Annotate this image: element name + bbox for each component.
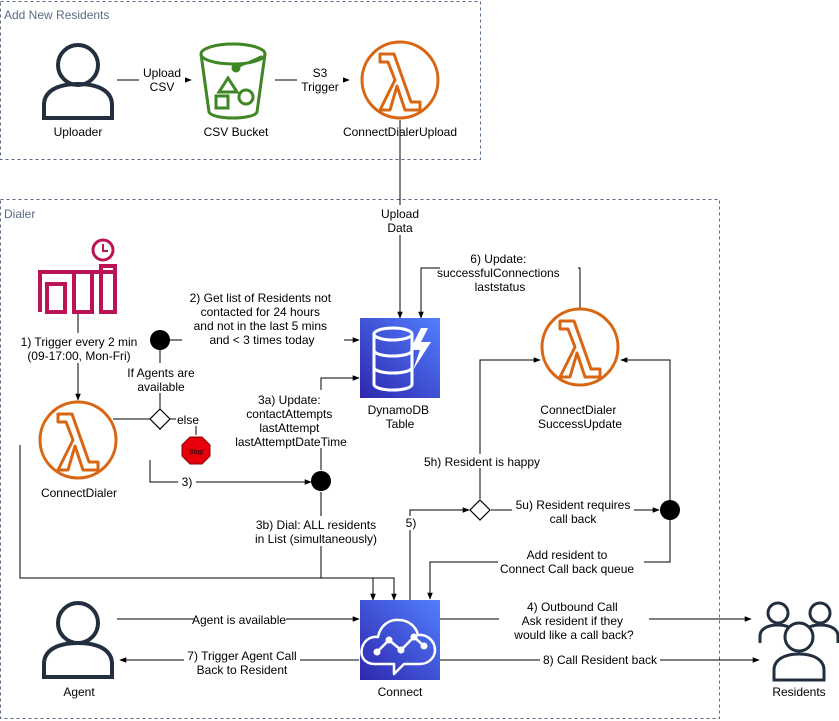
lambda-icon-successupdate: [540, 307, 620, 387]
edge-5h-happy: [479, 357, 541, 499]
svg-text:else: else: [177, 413, 199, 427]
svg-text:8) Call Resident back: 8) Call Resident back: [543, 653, 658, 667]
svg-text:5h) Resident is happy: 5h) Resident is happy: [424, 455, 540, 469]
decision-diamond-resident: [469, 499, 491, 521]
group-label-dialer: Dialer: [4, 207, 35, 221]
edge-connect-to-decision5: [409, 507, 470, 600]
label-dynamodb: DynamoDB Table: [368, 403, 433, 431]
svg-text:5): 5): [406, 516, 417, 530]
edge-junction-to-successupdate: [620, 357, 671, 500]
svg-text:3): 3): [182, 475, 193, 489]
edge-connectdialer-to-connect: [19, 445, 376, 601]
lambda-icon-upload: [360, 40, 440, 120]
edge-label-else: else: [176, 412, 202, 427]
s3-bucket-icon: [199, 42, 267, 120]
residents-users-icon: [758, 601, 839, 682]
decision-diamond-agents: [149, 408, 171, 430]
edge-connectdialer-to-junction3: [149, 460, 312, 485]
svg-text:2) Get list of Residents not: 2) Get list of Residents not contacted f…: [190, 291, 335, 347]
edge-label-get-list: 2) Get list of Residents not contacted f…: [182, 288, 344, 347]
edge-label-step3: 3): [178, 475, 196, 489]
dynamodb-icon: [360, 318, 440, 398]
group-label-add-new-residents: Add New Residents: [4, 8, 109, 22]
edge-label-happy-5h: 5h) Resident is happy: [421, 454, 543, 469]
label-uploader: Uploader: [54, 125, 103, 139]
svg-text:4) Outbound Call Ask res: 4) Outbound Call Ask resident if they wo…: [513, 600, 634, 642]
group-add-new-residents: Add New Residents: [0, 1, 481, 160]
eventbridge-schedule-icon: [38, 238, 117, 314]
edge-label-update-3a: 3a) Update: contactAttempts lastAttempt …: [233, 390, 351, 449]
label-agent: Agent: [63, 685, 95, 699]
agent-user-icon: [42, 601, 114, 679]
edge-label-step5: 5): [403, 516, 419, 530]
svg-text:Agent is available: Agent is available: [192, 613, 286, 627]
label-residents: Residents: [772, 685, 825, 699]
edge-label-agent-available: Agent is available: [192, 613, 286, 627]
label-success-update: ConnectDialer SuccessUpdate: [538, 403, 622, 431]
junction-callback: [660, 500, 680, 520]
edge-label-call-back-8: 8) Call Resident back: [540, 653, 660, 667]
label-connect: Connect: [378, 685, 423, 699]
edge-label-update-6: 6) Update: successfulConnections laststa…: [437, 251, 578, 294]
svg-text:1) Trigger every 2 min(09-17:0: 1) Trigger every 2 min(09-17:00, Mon-Fri…: [21, 335, 138, 363]
junction-step3: [311, 471, 331, 491]
label-csv-bucket: CSV Bucket: [204, 125, 269, 139]
group-dialer: Dialer: [0, 199, 720, 719]
svg-text:6) Update: successfulCon: 6) Update: successfulConnections laststa…: [437, 252, 563, 294]
label-connect-dialer-upload: ConnectDialerUpload: [343, 125, 457, 139]
svg-text:3a) Update: contactAttem: 3a) Update: contactAttempts lastAttempt …: [235, 393, 347, 449]
amazon-connect-icon: [360, 600, 440, 680]
label-connect-dialer: ConnectDialer: [41, 486, 117, 500]
stop-sign-icon: Stop: [181, 436, 211, 465]
edge-label-trigger: 1) Trigger every 2 min(09-17:00, Mon-Fri…: [14, 333, 144, 363]
stop-sign-label: Stop: [189, 449, 204, 456]
uploader-user-icon: [42, 43, 114, 120]
junction-agents-check: [150, 330, 170, 350]
edge-label-outbound-4: 4) Outbound Call Ask resident if they wo…: [499, 600, 649, 642]
lambda-icon-connectdialer: [38, 400, 118, 480]
